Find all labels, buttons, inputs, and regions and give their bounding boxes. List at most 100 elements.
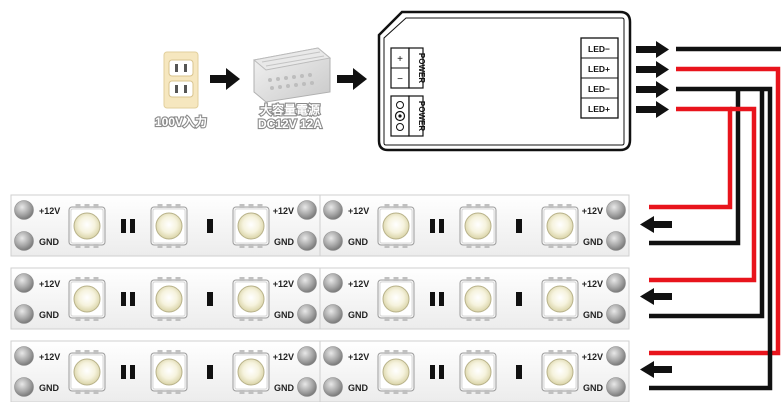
- led-chip: [150, 350, 188, 394]
- positive-label: +12V: [39, 206, 60, 216]
- wire-negative-4: [649, 89, 765, 319]
- led-strip-segment: +12V GND +12V GND: [319, 267, 630, 330]
- solder-pad: [14, 273, 34, 293]
- ground-label: GND: [274, 383, 295, 393]
- resistor: [121, 292, 135, 306]
- wire-negative-3: [649, 89, 741, 246]
- led-terminal-4: LED+: [588, 104, 610, 114]
- power-supply-unit-icon: [252, 47, 332, 103]
- led-terminal-3: LED−: [588, 84, 610, 94]
- led-chip: [541, 350, 579, 394]
- resistor: [516, 219, 522, 233]
- led-chip: [232, 350, 270, 394]
- positive-label: +12V: [348, 352, 369, 362]
- positive-label: +12V: [39, 279, 60, 289]
- solder-pad: [297, 231, 317, 251]
- resistor: [516, 365, 522, 379]
- solder-pad: [297, 273, 317, 293]
- positive-label: +12V: [273, 279, 294, 289]
- positive-label: +12V: [582, 206, 603, 216]
- solder-pad: [297, 346, 317, 366]
- solder-pad: [606, 377, 626, 397]
- solder-pad: [323, 377, 343, 397]
- led-chip: [150, 204, 188, 248]
- resistor: [207, 292, 213, 306]
- ground-label: GND: [583, 383, 604, 393]
- positive-label: +12V: [582, 279, 603, 289]
- led-strips: +12V GND +12V GND +12V GND +12V GND +12V GND +12V G…: [10, 194, 630, 402]
- wire-positive-3: [649, 106, 757, 283]
- resistor: [121, 219, 135, 233]
- solder-pad: [297, 304, 317, 324]
- solder-pad: [297, 200, 317, 220]
- resistor: [207, 219, 213, 233]
- supply-label-line1: 大容量電源: [260, 102, 320, 117]
- resistor: [430, 365, 444, 379]
- supply-label-line2: DC12V 12A: [258, 117, 322, 131]
- arrow-right-icon: [210, 68, 240, 90]
- led-terminal-1: LED−: [588, 44, 610, 54]
- led-chip: [459, 277, 497, 321]
- led-chip: [377, 350, 415, 394]
- solder-pad: [323, 231, 343, 251]
- ground-label: GND: [39, 237, 60, 247]
- led-strip-segment: +12V GND +12V GND: [10, 340, 321, 402]
- ground-label: GND: [348, 237, 369, 247]
- solder-pad: [14, 346, 34, 366]
- led-chip: [541, 204, 579, 248]
- controller-box: + − POWER POWER LED− LED+ LED− LED: [377, 10, 632, 152]
- positive-label: +12V: [582, 352, 603, 362]
- resistor: [121, 365, 135, 379]
- resistor: [430, 219, 444, 233]
- led-terminal-2: LED+: [588, 64, 610, 74]
- power-port-2-label: POWER: [417, 101, 426, 131]
- solder-pad: [323, 200, 343, 220]
- led-chip: [68, 204, 106, 248]
- dc-jack-icon: [394, 101, 406, 131]
- ground-label: GND: [348, 383, 369, 393]
- solder-pad: [14, 304, 34, 324]
- led-chip: [232, 277, 270, 321]
- led-chip: [377, 277, 415, 321]
- solder-pad: [606, 346, 626, 366]
- positive-label: +12V: [348, 206, 369, 216]
- positive-label: +12V: [39, 352, 60, 362]
- power-port-minus: −: [397, 74, 403, 85]
- led-chip: [541, 277, 579, 321]
- led-strip-segment: +12V GND +12V GND: [319, 340, 630, 402]
- resistor: [207, 365, 213, 379]
- solder-pad: [323, 346, 343, 366]
- led-chip: [459, 350, 497, 394]
- led-chip: [68, 350, 106, 394]
- ground-label: GND: [274, 310, 295, 320]
- ground-label: GND: [348, 310, 369, 320]
- wire-positive-2: [649, 106, 733, 210]
- led-chip: [68, 277, 106, 321]
- solder-pad: [14, 200, 34, 220]
- power-port-2: POWER: [390, 95, 426, 137]
- positive-label: +12V: [273, 206, 294, 216]
- led-chip: [232, 204, 270, 248]
- led-strip-segment: +12V GND +12V GND: [319, 194, 630, 257]
- solder-pad: [606, 231, 626, 251]
- solder-pad: [323, 304, 343, 324]
- positive-label: +12V: [273, 352, 294, 362]
- ground-label: GND: [39, 383, 60, 393]
- wire-positive-1: [649, 66, 781, 356]
- positive-label: +12V: [348, 279, 369, 289]
- resistor: [430, 292, 444, 306]
- power-port-1: + − POWER: [390, 47, 426, 89]
- led-chip: [377, 204, 415, 248]
- solder-pad: [14, 231, 34, 251]
- controller-output-arrows: [636, 41, 669, 118]
- ground-label: GND: [583, 310, 604, 320]
- resistor: [516, 292, 522, 306]
- outlet-label: 100V入力: [155, 114, 207, 129]
- solder-pad: [606, 304, 626, 324]
- wall-outlet-icon: [163, 51, 199, 109]
- ground-label: GND: [274, 237, 295, 247]
- ground-label: GND: [583, 237, 604, 247]
- wiring: [649, 46, 781, 391]
